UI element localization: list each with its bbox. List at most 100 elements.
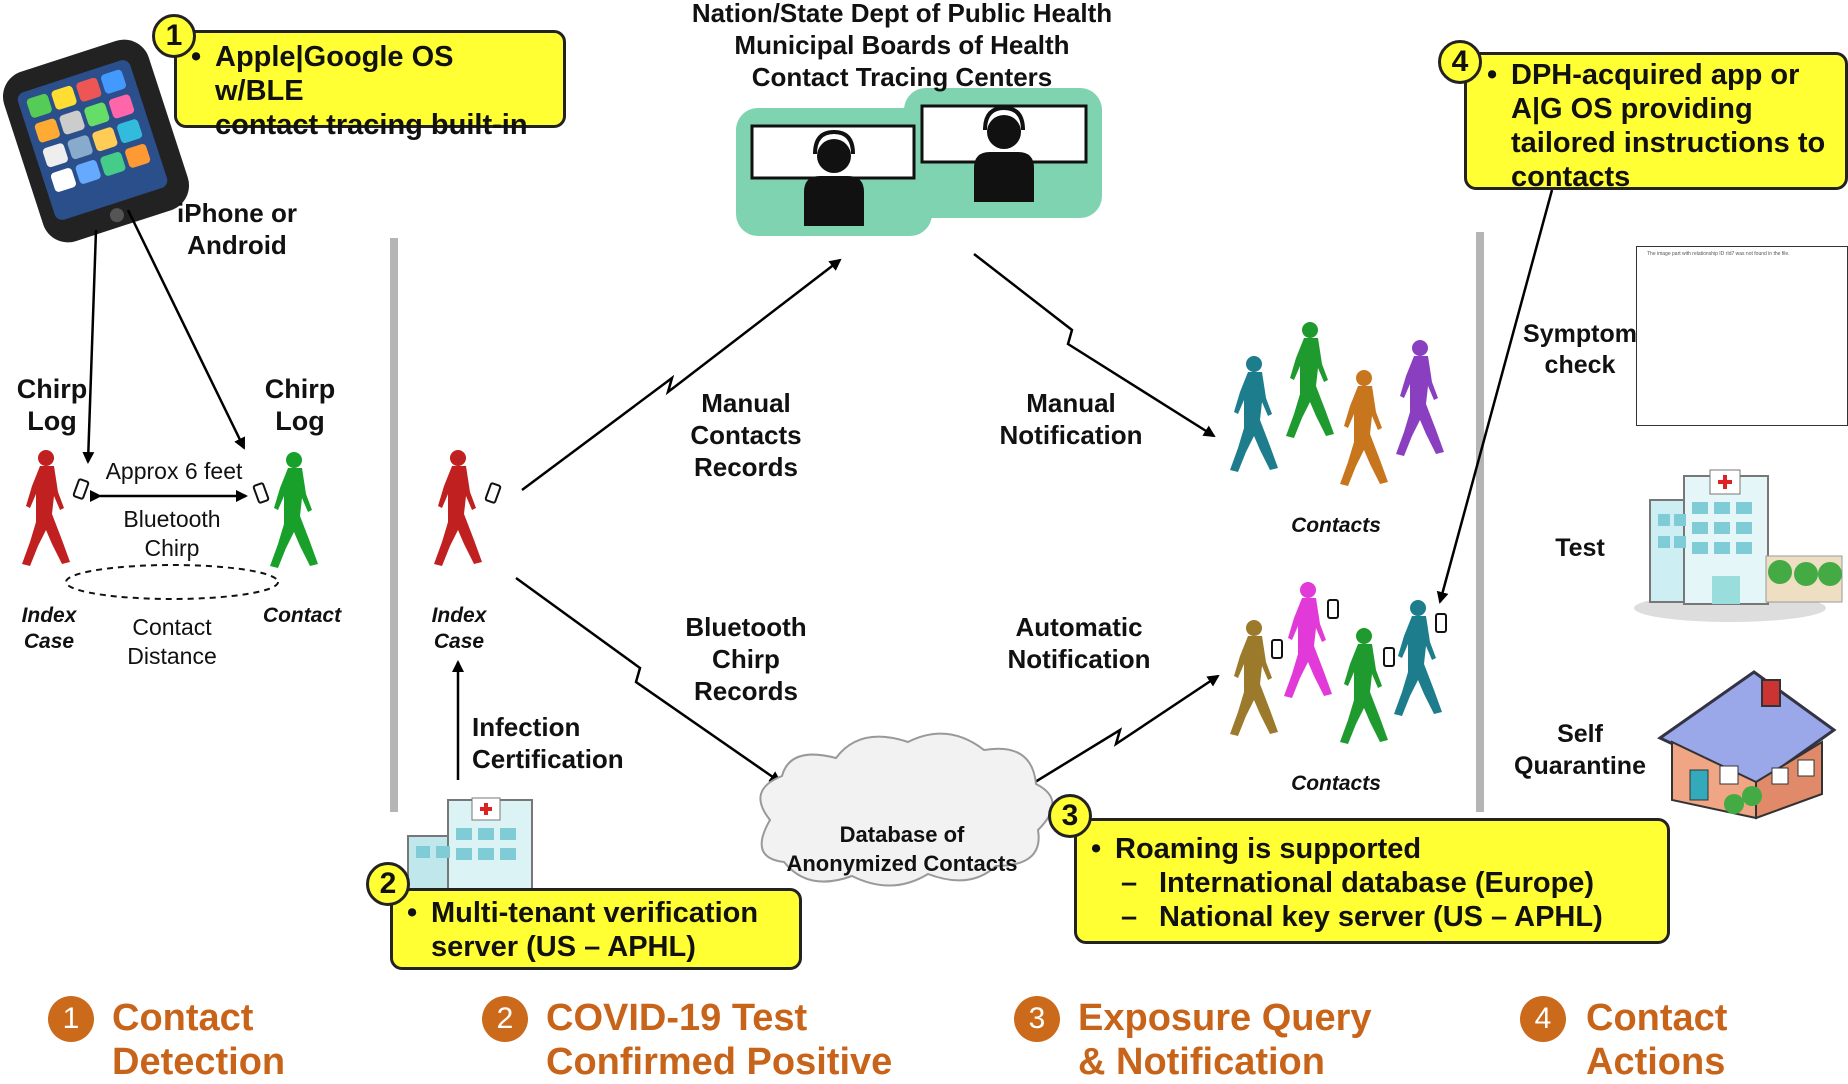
phone-icon-left bbox=[72, 478, 90, 500]
bt-records-3: Records bbox=[693, 676, 799, 706]
phase-3-line1: Exposure Query bbox=[1078, 997, 1372, 1039]
callout-3-bullet: • bbox=[1091, 833, 1102, 865]
approx-label: Approx 6 feet bbox=[105, 458, 243, 484]
phase-3-label: Exposure Query & Notification bbox=[1078, 996, 1372, 1084]
callout-4-badge: 4 bbox=[1438, 40, 1482, 84]
symptom-form-placeholder: The image part with relationship ID rId7… bbox=[1636, 246, 1848, 426]
callout-3-badge: 3 bbox=[1048, 794, 1092, 838]
contact-person-magenta bbox=[1284, 582, 1332, 698]
callout-2-badge: 2 bbox=[366, 862, 410, 906]
self-quarantine-1: Self bbox=[1557, 720, 1603, 748]
callout-3-dash-2: – bbox=[1121, 900, 1138, 933]
bt-records-1: Bluetooth bbox=[685, 612, 807, 642]
top-center-line3: Contact Tracing Centers bbox=[751, 62, 1053, 92]
phone-icon-c3 bbox=[1383, 647, 1395, 667]
contact-person-teal bbox=[1230, 356, 1278, 472]
manual-notification-2: Notification bbox=[999, 420, 1143, 450]
callout-1-badge: 1 bbox=[152, 14, 196, 58]
callout-1-bullet: • bbox=[191, 41, 202, 73]
callout-4: •DPH-acquired app or A|G OS providing ta… bbox=[1464, 52, 1848, 193]
manual-contacts-2: Contacts bbox=[690, 420, 802, 450]
callout-3-line1: Roaming is supported bbox=[1115, 833, 1422, 865]
contact-person-orange bbox=[1340, 370, 1388, 486]
callout4-arrow bbox=[1436, 189, 1554, 604]
phase-2-number: 2 bbox=[482, 996, 528, 1042]
bluetooth-chirp-2: Chirp bbox=[144, 535, 200, 561]
contact-person-teal2 bbox=[1394, 600, 1442, 716]
bluetooth-chirp-1: Bluetooth bbox=[123, 506, 221, 532]
phase-4-line2: Actions bbox=[1586, 1041, 1726, 1084]
symptom-label-2: check bbox=[1544, 351, 1616, 379]
phase-3-number: 3 bbox=[1014, 996, 1060, 1042]
callout-3-dash-1: – bbox=[1121, 866, 1138, 899]
chirp-log-right-2: Log bbox=[275, 406, 325, 436]
contact-person-left bbox=[270, 452, 318, 568]
top-center-line1: Nation/State Dept of Public Health bbox=[691, 0, 1113, 28]
callout-4-line4: contacts bbox=[1511, 160, 1631, 193]
contact-distance-2: Distance bbox=[127, 643, 217, 669]
index-case-mid-1: Index bbox=[431, 604, 487, 627]
phone-icon-c4 bbox=[1435, 613, 1447, 633]
infection-cert-1: Infection bbox=[472, 712, 581, 742]
callout-4-line1: DPH-acquired app or bbox=[1511, 59, 1800, 91]
phone-arrow-left bbox=[82, 229, 98, 464]
callout-1-line2: contact tracing built-in bbox=[215, 108, 528, 141]
self-quarantine-2: Quarantine bbox=[1514, 752, 1646, 780]
manual-notification-1: Manual bbox=[1026, 388, 1116, 418]
manual-contacts-3: Records bbox=[693, 452, 799, 482]
chirp-log-right-1: Chirp bbox=[264, 374, 336, 404]
callout-3-sub2: National key server (US – APHL) bbox=[1159, 900, 1603, 933]
callout-4-line2: A|G OS providing bbox=[1511, 92, 1753, 125]
callout-2-line1: Multi-tenant verification bbox=[431, 897, 759, 929]
phase-4-label: Contact Actions bbox=[1586, 996, 1727, 1084]
database-cloud bbox=[759, 732, 1054, 887]
phone-icon-mid bbox=[484, 482, 502, 504]
index-case-person-mid bbox=[434, 450, 482, 566]
database-label-1: Database of bbox=[839, 822, 965, 847]
contacts-label-bottom: Contacts bbox=[1291, 772, 1381, 795]
house-icon bbox=[1657, 670, 1837, 820]
smartphone bbox=[2, 39, 190, 243]
index-case-person-left bbox=[22, 450, 70, 566]
top-center-line2: Municipal Boards of Health bbox=[734, 30, 1070, 60]
index-case-left-1: Index bbox=[21, 604, 77, 627]
contact-distance-1: Contact bbox=[132, 614, 212, 640]
contact-left-label: Contact bbox=[262, 604, 342, 627]
hospital-icon-right bbox=[1634, 469, 1843, 622]
form-note: The image part with relationship ID rId7… bbox=[1647, 251, 1790, 257]
phone-label-line2: Android bbox=[187, 230, 287, 260]
chirp-log-left-2: Log bbox=[27, 406, 77, 436]
callout-3: • Roaming is supported –International dat… bbox=[1074, 818, 1670, 944]
auto-notification-1: Automatic bbox=[1015, 612, 1143, 642]
phone-icon-c1 bbox=[1271, 639, 1283, 659]
phase-4-line1: Contact bbox=[1586, 997, 1728, 1039]
index-case-mid-2: Case bbox=[433, 630, 485, 653]
infection-cert-2: Certification bbox=[472, 744, 624, 774]
symptom-label-1: Symptom bbox=[1523, 320, 1637, 348]
arrow-to-contacts-bottom bbox=[1021, 674, 1220, 792]
contact-person-green bbox=[1286, 322, 1334, 438]
manual-contacts-1: Manual bbox=[701, 388, 791, 418]
phase-4-number: 4 bbox=[1520, 996, 1566, 1042]
phase-2-line1: COVID-19 Test bbox=[546, 997, 808, 1039]
callout-3-sub1: International database (Europe) bbox=[1159, 866, 1595, 899]
phase-1-label: Contact Detection bbox=[112, 996, 285, 1084]
phase-1-number: 1 bbox=[48, 996, 94, 1042]
phone-label-line1: iPhone or bbox=[177, 198, 297, 228]
phone-icon-c2 bbox=[1327, 599, 1339, 619]
chirp-log-left-1: Chirp bbox=[16, 374, 88, 404]
contact-person-green2 bbox=[1340, 628, 1388, 744]
contact-tracing-monitors bbox=[736, 88, 1102, 236]
phase-1-line2: Detection bbox=[112, 1041, 286, 1084]
arrow-to-contacts-top bbox=[973, 253, 1216, 438]
arrow-to-database bbox=[515, 576, 782, 784]
auto-notification-2: Notification bbox=[1007, 644, 1151, 674]
callout-2-bullet: • bbox=[407, 897, 418, 929]
bt-records-2: Chirp bbox=[712, 644, 780, 674]
arrow-to-health-dept bbox=[521, 258, 842, 492]
contacts-label-top: Contacts bbox=[1291, 514, 1381, 537]
phase-2-label: COVID-19 Test Confirmed Positive bbox=[546, 996, 892, 1084]
phase-3-line2: & Notification bbox=[1078, 1041, 1325, 1084]
phone-icon-contact bbox=[252, 482, 270, 504]
